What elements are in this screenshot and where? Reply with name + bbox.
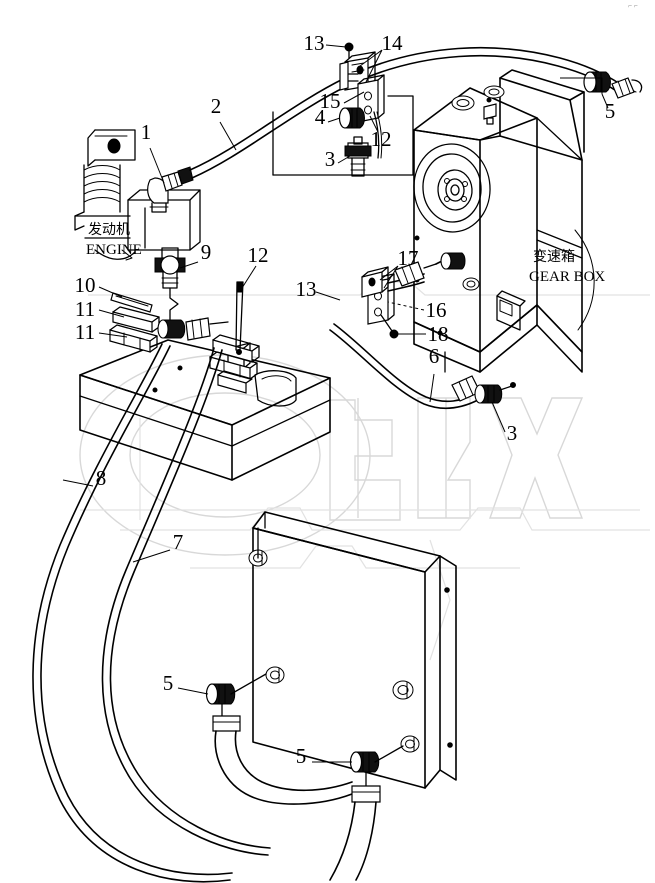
tube-12-upper bbox=[373, 111, 383, 159]
callout-13b: 13 bbox=[296, 277, 317, 301]
callout-5a: 5 bbox=[605, 99, 616, 123]
callout-14: 14 bbox=[382, 31, 404, 55]
gearbox-label-cjk: 变速箱 bbox=[533, 249, 575, 265]
callout-2: 2 bbox=[211, 94, 222, 118]
hose-6 bbox=[329, 323, 481, 410]
callout-8: 8 bbox=[96, 466, 107, 490]
hose-to-gearbox-mid bbox=[387, 257, 449, 292]
callout-3a: 3 bbox=[325, 147, 336, 171]
engine-label-cjk: 发动机 bbox=[88, 222, 130, 238]
clamp-parts-right bbox=[209, 334, 260, 394]
hose-8 bbox=[32, 343, 233, 883]
callout-18: 18 bbox=[428, 322, 449, 346]
callout-3b: 3 bbox=[507, 421, 518, 445]
callout-13a: 13 bbox=[304, 31, 325, 55]
part-1-elbow-fitting bbox=[147, 166, 194, 213]
part-3-fitting-upper bbox=[344, 136, 372, 177]
callout-12a: 12 bbox=[371, 127, 392, 151]
gearbox-body: 变速箱 GEAR BOX bbox=[413, 69, 605, 373]
part-12-rod bbox=[235, 281, 244, 355]
callout-12b: 12 bbox=[248, 243, 269, 267]
mount-frame-upper bbox=[272, 95, 414, 176]
part-9-valve bbox=[154, 247, 186, 321]
callout-9: 9 bbox=[201, 240, 212, 264]
part-3-fitting-lower bbox=[474, 382, 516, 404]
callout-16: 16 bbox=[426, 298, 447, 322]
callout-17: 17 bbox=[398, 246, 419, 270]
callout-6: 6 bbox=[429, 344, 440, 368]
corner-artifact-mark: ⌐ ⌐ bbox=[628, 2, 638, 10]
callout-numbers: 1 2 3 3 4 5 5 5 6 7 8 9 10 11 11 12 12 1… bbox=[75, 31, 616, 768]
cooler-panel bbox=[248, 511, 457, 789]
part-17-fitting bbox=[440, 252, 466, 270]
callout-1: 1 bbox=[141, 120, 152, 144]
callout-5b: 5 bbox=[163, 671, 174, 695]
callout-10: 10 bbox=[75, 273, 96, 297]
callout-15: 15 bbox=[320, 89, 341, 113]
part-5-fitting-lower-left bbox=[205, 683, 353, 805]
engine-label-en: ENGINE bbox=[86, 242, 142, 258]
cooler-leg-a bbox=[230, 673, 267, 695]
hose-7 bbox=[101, 347, 271, 856]
part-5-fitting-top-right bbox=[583, 71, 643, 99]
callout-4: 4 bbox=[315, 105, 326, 129]
part-4-fitting bbox=[338, 107, 365, 129]
gearbox-label-en: GEAR BOX bbox=[529, 269, 605, 285]
callout-11b: 11 bbox=[75, 320, 95, 344]
engine-block: 发动机 ENGINE bbox=[74, 129, 201, 261]
callout-5c: 5 bbox=[296, 744, 307, 768]
leader-lines bbox=[62, 44, 609, 763]
tank-top-fittings bbox=[157, 317, 229, 341]
part-5-fitting-lower-center bbox=[329, 751, 381, 881]
clamp-assembly-middle bbox=[361, 266, 399, 339]
callout-7: 7 bbox=[173, 530, 184, 554]
callout-11a: 11 bbox=[75, 297, 95, 321]
cooler-leg-b bbox=[374, 745, 404, 763]
